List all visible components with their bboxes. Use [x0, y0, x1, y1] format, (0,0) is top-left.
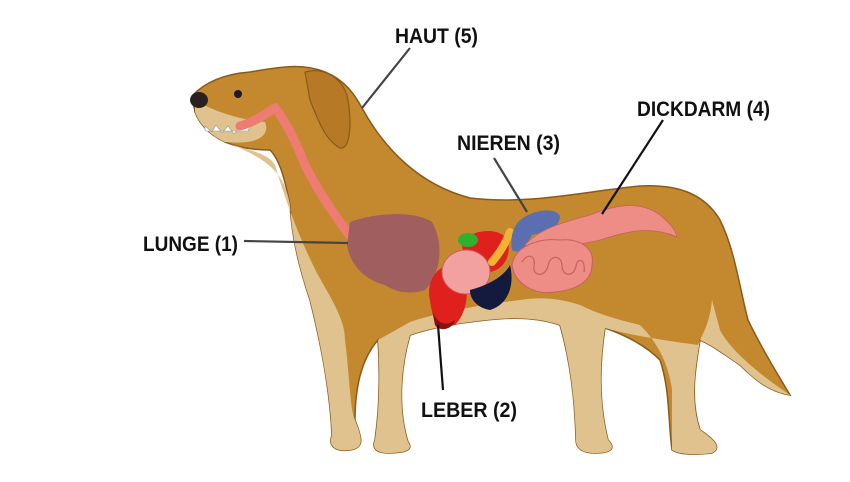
dog-ear	[304, 70, 351, 149]
stomach	[441, 249, 491, 295]
dog-eye	[234, 90, 242, 98]
dog-belly-fur	[225, 142, 361, 451]
haut-leader-line	[361, 47, 411, 109]
pancreas	[488, 228, 514, 266]
nieren-leader-line	[493, 157, 528, 213]
liver-lower	[432, 310, 455, 330]
label-nieren: NIEREN (3)	[457, 132, 560, 155]
lung	[347, 214, 440, 293]
label-haut: HAUT (5)	[395, 25, 478, 48]
dog-teeth	[204, 124, 251, 135]
dog-nose	[190, 92, 208, 108]
spleen	[470, 265, 512, 310]
dog-belly-fur	[373, 298, 790, 455]
dickdarm-leader-line	[601, 119, 664, 215]
trachea	[235, 102, 355, 241]
label-lunge: LUNGE (1)	[143, 233, 238, 256]
label-leber: LEBER (2)	[421, 399, 517, 422]
dog-muzzle	[195, 100, 267, 143]
intestine-folds	[521, 255, 585, 275]
leber-leader-line	[436, 324, 445, 391]
small-intestine	[511, 239, 593, 294]
lunge-leader-line	[243, 239, 349, 245]
label-dickdarm: DICKDARM (4)	[637, 98, 770, 121]
kidney	[511, 210, 560, 252]
gallbladder	[458, 233, 478, 247]
